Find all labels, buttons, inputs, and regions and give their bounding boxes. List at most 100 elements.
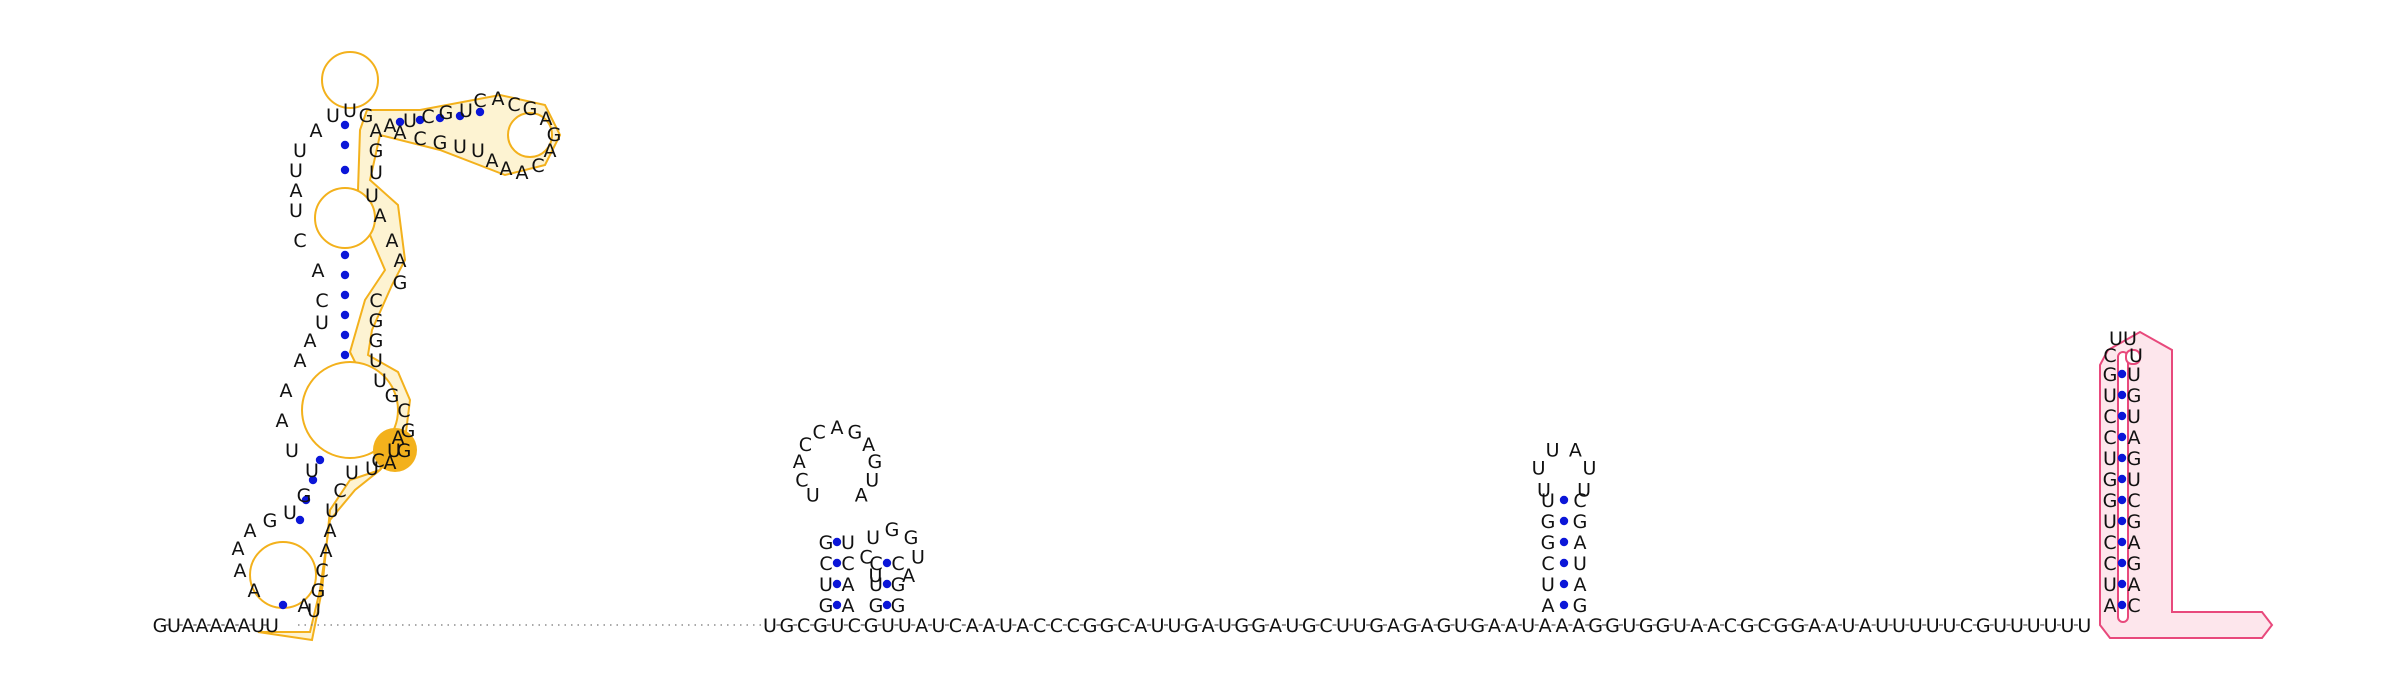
terminator-stem-nucleotide: A	[2128, 532, 2141, 554]
hairpin-loop-nucleotide: U	[1537, 480, 1551, 502]
hairpin-loop-nucleotide: A	[855, 484, 868, 506]
hairpin-stem-nucleotide: A	[842, 574, 855, 596]
bottom-strand-nucleotide: U	[881, 615, 895, 637]
terminator-stem-nucleotide: U	[2103, 511, 2117, 533]
hairpin-loop-nucleotide: A	[831, 417, 844, 439]
multi-branch-nucleotide: A	[492, 88, 505, 110]
multi-branch-nucleotide: A	[294, 350, 307, 372]
terminator-loop-nucleotide: U	[2129, 345, 2143, 367]
bottom-strand-nucleotide: U	[1151, 615, 1165, 637]
hairpin-loop-nucleotide: U	[1546, 440, 1560, 462]
terminator-stem-nucleotide: G	[2127, 553, 2142, 575]
bottom-strand-nucleotide: U	[999, 615, 1013, 637]
bottom-strand-nucleotide: G	[1774, 615, 1789, 637]
multi-branch-nucleotide: C	[315, 290, 328, 312]
bottom-strand-nucleotide: G	[1083, 615, 1098, 637]
base-pair-dot	[340, 270, 350, 280]
hairpin-stem-nucleotide: G	[869, 595, 884, 617]
multi-branch-nucleotide: G	[263, 510, 278, 532]
base-pair-dot	[2117, 453, 2127, 463]
hairpin-stem-nucleotide: A	[1574, 532, 1587, 554]
multi-branch-nucleotide: C	[507, 94, 520, 116]
multi-branch-nucleotide: G	[369, 310, 384, 332]
terminator-stem-nucleotide: C	[2127, 490, 2140, 512]
yellow-loop-right	[507, 112, 553, 158]
hairpin-loop-nucleotide: U	[1577, 480, 1591, 502]
hairpin-loop-nucleotide: A	[902, 565, 915, 587]
bottom-strand-nucleotide: U	[1622, 615, 1636, 637]
highlighted-nucleotide: A	[392, 427, 405, 449]
base-pair-dot	[1559, 516, 1569, 526]
five-prime-nucleotide: A	[182, 615, 195, 637]
multi-branch-nucleotide: U	[365, 185, 379, 207]
multi-branch-nucleotide: G	[359, 105, 374, 127]
terminator-stem-nucleotide: G	[2127, 385, 2142, 407]
bottom-strand-nucleotide: A	[1387, 615, 1400, 637]
bottom-strand-nucleotide: G	[1470, 615, 1485, 637]
highlight-regions	[249, 51, 2274, 642]
hairpin-loop-nucleotide: G	[848, 421, 863, 443]
bottom-strand-nucleotide: A	[1202, 615, 1215, 637]
multi-branch-nucleotide: A	[386, 230, 399, 252]
bottom-strand-nucleotide: G	[864, 615, 879, 637]
multi-branch-nucleotide: C	[333, 480, 346, 502]
multi-branch-nucleotide: A	[486, 150, 499, 172]
base-pair-dot	[2117, 579, 2127, 589]
bottom-strand-nucleotide: U	[1909, 615, 1923, 637]
multi-branch-nucleotide: A	[280, 380, 293, 402]
bottom-strand-nucleotide: A	[1539, 615, 1552, 637]
bottom-strand-nucleotide: U	[1521, 615, 1535, 637]
hairpin-stem-nucleotide: G	[819, 532, 834, 554]
multi-branch-nucleotide: A	[244, 520, 257, 542]
base-pair-dot	[2117, 432, 2127, 442]
hairpin-stem-nucleotide: G	[1541, 511, 1556, 533]
hairpin-stem-nucleotide: G	[1573, 511, 1588, 533]
terminator-stem-nucleotide: C	[2103, 553, 2116, 575]
multi-branch-nucleotide: A	[232, 538, 245, 560]
terminator-stem-nucleotide: C	[2103, 406, 2116, 428]
five-prime-nucleotide: A	[196, 615, 209, 637]
bottom-strand-nucleotide: G	[1251, 615, 1266, 637]
base-pair-dot	[2117, 537, 2127, 547]
multi-branch-nucleotide: A	[320, 540, 333, 562]
base-pair-dot	[2117, 600, 2127, 610]
multi-branch-nucleotide: G	[311, 580, 326, 602]
bottom-strand-nucleotide: C	[1117, 615, 1130, 637]
hairpin-stem-nucleotide: A	[842, 595, 855, 617]
hairpin-stem-nucleotide: G	[819, 595, 834, 617]
terminator-stem-nucleotide: C	[2103, 427, 2116, 449]
terminator-stem-nucleotide: U	[2103, 448, 2117, 470]
bottom-strand-nucleotide: A	[1421, 615, 1434, 637]
highlighted-nucleotide: C	[371, 450, 384, 472]
multi-branch-nucleotide: A	[540, 108, 553, 130]
terminator-stem-nucleotide: A	[2104, 595, 2117, 617]
multi-branch-nucleotide: G	[369, 140, 384, 162]
hairpin-loop-nucleotide: G	[867, 451, 882, 473]
multi-branch-nucleotide: A	[312, 260, 325, 282]
hairpin-loop-nucleotide: U	[911, 547, 925, 569]
hairpin-stem-nucleotide: U	[1541, 574, 1555, 596]
bottom-strand-nucleotide: A	[1269, 615, 1282, 637]
five-prime-nucleotide: A	[224, 615, 237, 637]
terminator-stem-nucleotide: C	[2103, 532, 2116, 554]
bottom-strand-nucleotide: A	[1134, 615, 1147, 637]
multi-branch-nucleotide: A	[310, 120, 323, 142]
multi-branch-nucleotide: A	[544, 140, 557, 162]
multi-branch-nucleotide: C	[315, 560, 328, 582]
base-pair-dot	[1559, 537, 1569, 547]
multi-branch-nucleotide: U	[289, 200, 303, 222]
hairpin-stem-nucleotide: C	[1573, 490, 1586, 512]
bottom-strand-nucleotide: U	[1167, 615, 1181, 637]
multi-branch-nucleotide: U	[326, 105, 340, 127]
bottom-strand-nucleotide: A	[1690, 615, 1703, 637]
base-pair-dot	[435, 113, 445, 123]
hairpin-loop-nucleotide: U	[865, 469, 879, 491]
bottom-strand-nucleotide: A	[1505, 615, 1518, 637]
bottom-strand-nucleotide: U	[1336, 615, 1350, 637]
terminator-stem-nucleotide: A	[2128, 574, 2141, 596]
multi-branch-nucleotide: G	[401, 420, 416, 442]
hairpin-stem-nucleotide: G	[891, 574, 906, 596]
base-pair-dot	[340, 310, 350, 320]
terminator-stem-nucleotide: C	[2127, 595, 2140, 617]
hairpin-stem-nucleotide: C	[891, 553, 904, 575]
